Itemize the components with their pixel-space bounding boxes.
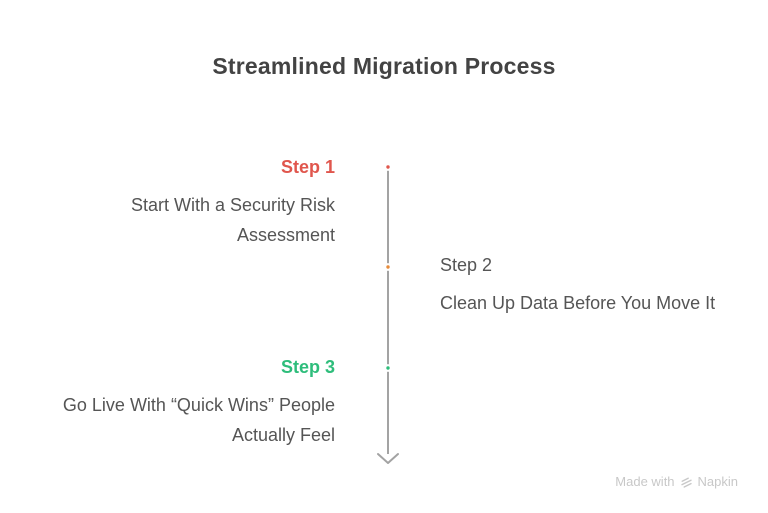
watermark: Made with Napkin [615, 474, 738, 490]
step-3-dot [384, 364, 392, 372]
watermark-prefix: Made with [615, 474, 675, 489]
step-1-label: Step 1 [280, 157, 335, 177]
watermark-brand: Napkin [697, 474, 738, 489]
step-1: Step 1 Start With a Security Risk Assess… [70, 152, 335, 250]
timeline-arrow-icon [377, 453, 399, 464]
step-2: Step 2 Clean Up Data Before You Move It [440, 250, 722, 318]
step-1-dot [384, 163, 392, 171]
timeline [377, 163, 399, 464]
step-2-label: Step 2 [440, 255, 493, 275]
napkin-logo-icon [680, 477, 692, 488]
step-2-text: Clean Up Data Before You Move It [440, 293, 716, 313]
step-3-text: Go Live With “Quick Wins” People Actuall… [62, 395, 335, 445]
step-1-text: Start With a Security Risk Assessment [130, 195, 335, 245]
step-2-dot [384, 263, 392, 271]
step-3: Step 3 Go Live With “Quick Wins” People … [10, 352, 335, 450]
step-3-label: Step 3 [280, 357, 335, 377]
diagram-title: Streamlined Migration Process [212, 53, 556, 79]
